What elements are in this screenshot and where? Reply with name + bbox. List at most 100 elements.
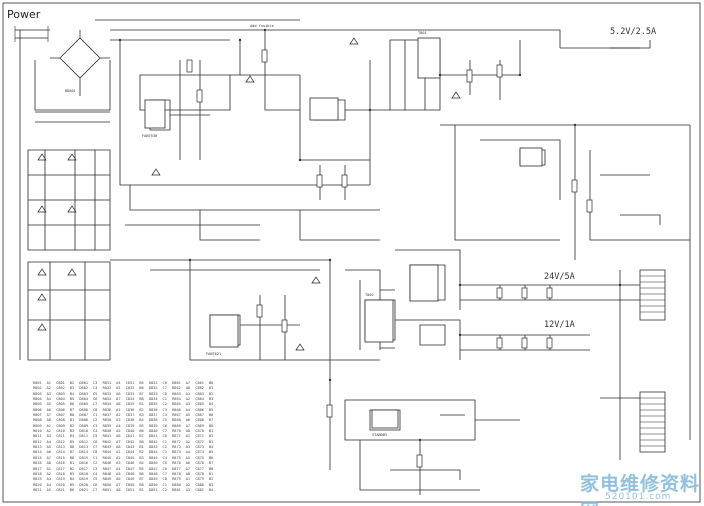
table-cell: D818	[79, 471, 89, 476]
table-cell: R840	[102, 429, 112, 434]
table-cell: B8	[139, 482, 144, 487]
table-cell: B5	[208, 407, 214, 412]
table-cell: C835	[125, 402, 135, 407]
table-cell: R880	[172, 482, 181, 487]
table-cell: D836	[148, 407, 158, 412]
table-cell: B7	[69, 407, 75, 412]
table-cell: C4	[92, 429, 98, 434]
page-title: Power	[7, 8, 41, 21]
table-cell: B3	[139, 413, 144, 418]
table-cell: R848	[102, 471, 112, 476]
rail-12v-label: 12V/1A	[544, 320, 575, 330]
table-cell: C812	[56, 439, 65, 444]
table-cell: R833	[102, 391, 112, 396]
table-cell: B6	[69, 445, 75, 450]
table-cell: C1	[162, 439, 167, 444]
table-cell: B2	[139, 450, 144, 455]
table-cell: C848	[125, 471, 135, 476]
table-cell: C3	[92, 381, 98, 385]
table-cell: A5	[46, 487, 51, 492]
table-cell: R816	[33, 461, 42, 466]
table-cell: C8	[162, 477, 167, 482]
table-cell: C817	[56, 466, 65, 471]
table-cell: A7	[116, 397, 121, 402]
table-cell: C5	[92, 477, 98, 482]
table-cell: B8	[208, 466, 214, 471]
table-cell: R842	[102, 439, 112, 444]
table-cell: B5	[139, 423, 144, 428]
table-cell: C7	[162, 429, 167, 434]
table-cell: C803	[56, 391, 65, 396]
table-cell: B6	[69, 487, 75, 492]
table-cell: D834	[148, 397, 158, 402]
table-cell: D813	[79, 445, 89, 450]
table-cell: C868	[195, 418, 204, 423]
table-cell: D833	[148, 391, 158, 396]
table-cell: C838	[125, 418, 135, 423]
table-cell: R850	[102, 482, 112, 487]
table-cell: C881	[195, 487, 204, 492]
table-cell: C815	[56, 455, 65, 460]
table-cell: A4	[116, 423, 121, 428]
table-cell: A8	[116, 445, 121, 450]
watermark-name: 家电维修资料网	[580, 473, 701, 506]
table-cell: A8	[46, 418, 51, 423]
table-cell: B5	[69, 397, 75, 402]
table-cell: D803	[79, 391, 89, 396]
table-cell: B2	[208, 434, 214, 439]
table-cell: C808	[56, 418, 65, 423]
table-cell: C1	[162, 397, 167, 402]
llc-ic	[209, 314, 239, 348]
table-cell: C6	[162, 381, 167, 385]
table-cell: B8	[208, 423, 214, 428]
table-cell: B1	[139, 445, 144, 450]
table-cell: R809	[33, 423, 42, 428]
table-cell: C870	[195, 429, 204, 434]
table-cell: C809	[56, 423, 65, 428]
table-cell: R819	[33, 477, 42, 482]
table-cell: A1	[185, 434, 191, 439]
table-cell: C840	[125, 429, 135, 434]
table-cell: A4	[46, 482, 51, 487]
table-cell: D851	[148, 487, 158, 492]
table-cell: B6	[208, 455, 214, 460]
table-cell: C832	[125, 386, 135, 391]
table-cell: A7	[116, 439, 121, 444]
table-cell: A3	[185, 487, 191, 492]
table-cell: R835	[102, 402, 112, 407]
table-cell: C5	[92, 434, 98, 439]
table-cell: D809	[79, 423, 89, 428]
table-cell: R846	[102, 461, 112, 466]
table-cell: C6	[162, 423, 167, 428]
table-cell: C834	[125, 397, 135, 402]
table-cell: A6	[185, 461, 191, 466]
table-cell: B2	[69, 423, 75, 428]
table-cell: C872	[195, 439, 204, 444]
table-cell: R836	[102, 407, 112, 412]
table-cell: D841	[148, 434, 158, 439]
table-cell: C6	[162, 466, 167, 471]
table-cell: R804	[33, 397, 42, 402]
table-cell: A2	[185, 482, 191, 487]
table-cell: B3	[208, 397, 214, 402]
table-cell: A7	[116, 482, 121, 487]
table-cell: D839	[148, 423, 158, 428]
table-cell: B8	[69, 455, 75, 460]
table-cell: B4	[208, 445, 214, 450]
table-cell: C802	[56, 386, 65, 391]
table-cell: A6	[116, 477, 121, 482]
table-cell: C878	[195, 471, 204, 476]
standby-label: STANDBY	[372, 433, 388, 437]
table-cell: R832	[102, 386, 112, 391]
table-cell: C3	[92, 466, 98, 471]
